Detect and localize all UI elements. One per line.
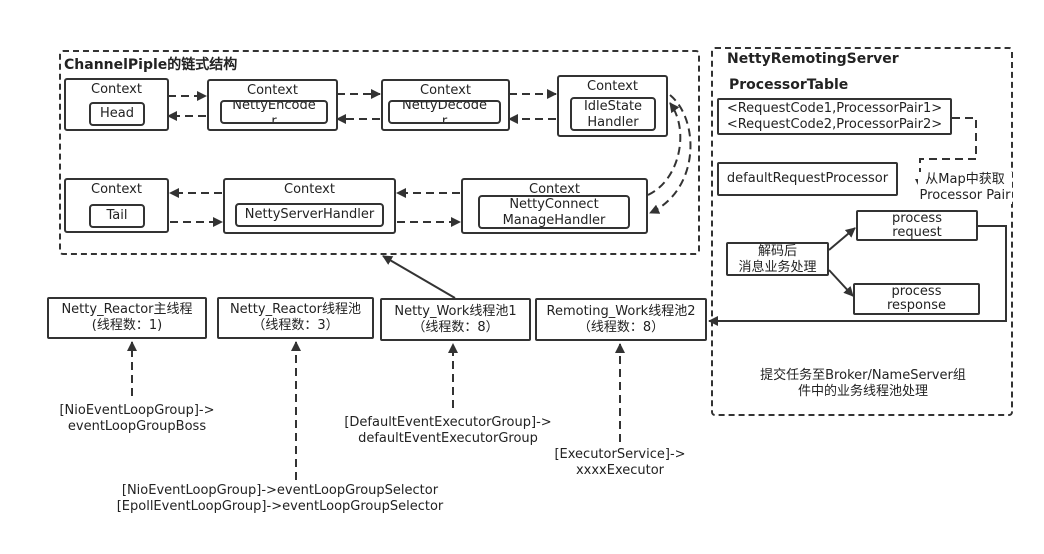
encoder-line1: NettyEncode — [232, 100, 316, 113]
executor-line2: xxxxExecutor — [575, 463, 665, 478]
context-decoder: Context NettyDecode r — [381, 79, 510, 131]
pipeline-title: ChannelPiple的链式结构 — [64, 57, 238, 73]
lookup-line1: 从Map中获取 — [925, 172, 1005, 187]
netty-server-handler: NettyServerHandler — [235, 203, 384, 227]
processor-pair-2: <RequestCode2,ProcessorPair2> — [726, 117, 943, 132]
work-pool-line1: Netty_Work线程池1 — [394, 304, 517, 319]
default-executor-group-label: [DefaultEventExecutorGroup]-> defaultEve… — [338, 415, 558, 447]
netty-remoting-server-frame — [711, 47, 1013, 416]
selector-line1: [NioEventLoopGroup]->eventLoopGroupSelec… — [121, 483, 439, 498]
context-label: Context — [529, 182, 580, 197]
process-response-line2: response — [886, 298, 947, 313]
context-label: Context — [587, 79, 638, 94]
connect-line2: ManageHandler — [502, 213, 606, 228]
arrow-idle-to-connect — [649, 94, 692, 214]
submit-task-note: 提交任务至Broker/NameServer组 件中的业务线程池处理 — [745, 368, 981, 400]
netty-reactor-main-thread: Netty_Reactor主线程 (线程数：1) — [47, 297, 207, 339]
idle-state-handler: IdleState Handler — [570, 97, 656, 131]
decoded-line2: 消息业务处理 — [738, 260, 817, 275]
executor-line1: [ExecutorService]-> — [554, 447, 686, 462]
context-label: Context — [91, 182, 142, 197]
arrow-decoded-to-response — [828, 269, 854, 297]
processor-table-title: ProcessorTable — [729, 77, 849, 93]
decoder-handler: NettyDecode r — [388, 100, 501, 124]
netty-reactor-thread-pool: Netty_Reactor线程池 （线程数：3） — [217, 297, 374, 339]
selector-line2: [EpollEventLoopGroup]->eventLoopGroupSel… — [116, 499, 444, 514]
reactor-main-line1: Netty_Reactor主线程 — [61, 302, 193, 317]
idle-line1: IdleState — [583, 99, 643, 114]
executor-service-label: [ExecutorService]-> xxxxExecutor — [545, 447, 695, 479]
process-response: process response — [853, 283, 980, 315]
default-exec-line2: defaultEventExecutorGroup — [358, 431, 538, 446]
head-handler: Head — [89, 102, 145, 126]
default-request-processor: defaultRequestProcessor — [717, 162, 898, 196]
arrow-request-to-remoting-pool — [708, 225, 1007, 326]
context-label: Context — [420, 83, 471, 98]
context-label: Context — [91, 82, 142, 97]
submit-line2: 件中的业务线程池处理 — [797, 384, 928, 399]
context-encoder: Context NettyEncode r — [207, 79, 338, 131]
context-label: Context — [284, 182, 335, 197]
encoder-line2: r — [271, 114, 277, 124]
idle-line2: Handler — [587, 115, 639, 130]
decoder-line2: r — [441, 114, 448, 124]
process-request: process request — [856, 210, 978, 241]
remoting-server-title: NettyRemotingServer — [727, 51, 899, 67]
reactor-pool-line2: （线程数：3） — [252, 318, 339, 333]
remoting-pool-line2: （线程数：8） — [577, 320, 665, 335]
process-request-line1: process — [892, 211, 942, 226]
boss-group-label: [NioEventLoopGroup]-> eventLoopGroupBoss — [47, 403, 227, 435]
default-exec-line1: [DefaultEventExecutorGroup]-> — [344, 415, 552, 430]
context-server-handler: Context NettyServerHandler — [223, 178, 396, 234]
arrow-table-to-lookup — [915, 117, 977, 189]
remoting-pool-line1: Remoting_Work线程池2 — [546, 304, 696, 319]
remoting-work-thread-pool: Remoting_Work线程池2 （线程数：8） — [535, 298, 707, 341]
processor-pair-1: <RequestCode1,ProcessorPair1> — [726, 101, 943, 116]
lookup-line2: Processor Pair — [919, 188, 1011, 203]
context-head: Context Head — [64, 78, 169, 131]
context-label: Context — [247, 83, 298, 98]
context-tail: Context Tail — [64, 178, 169, 233]
netty-work-thread-pool: Netty_Work线程池1 （线程数：8） — [380, 298, 531, 341]
selector-group-label: [NioEventLoopGroup]->eventLoopGroupSelec… — [110, 483, 450, 515]
processor-table: <RequestCode1,ProcessorPair1> <RequestCo… — [717, 98, 952, 135]
reactor-pool-line1: Netty_Reactor线程池 — [229, 302, 362, 317]
context-idle: Context IdleState Handler — [557, 75, 668, 137]
boss-line2: eventLoopGroupBoss — [67, 419, 207, 434]
decoder-line1: NettyDecode — [402, 100, 487, 113]
lookup-processor-pair-label: 从Map中获取 Processor Pair — [918, 172, 1012, 204]
process-request-line2: request — [892, 225, 942, 240]
decoded-line1: 解码后 — [757, 244, 797, 259]
work-pool-line2: （线程数：8） — [412, 320, 499, 335]
tail-handler: Tail — [89, 204, 145, 228]
arrow-work-pool-to-pipeline — [382, 255, 456, 299]
process-response-line1: process — [891, 284, 942, 299]
netty-connect-manage-handler: NettyConnect ManageHandler — [478, 195, 630, 229]
decoded-message-handling: 解码后 消息业务处理 — [726, 242, 829, 276]
context-connect-manage: Context NettyConnect ManageHandler — [461, 178, 648, 234]
encoder-handler: NettyEncode r — [220, 100, 328, 124]
connect-line1: NettyConnect — [509, 197, 599, 212]
boss-line1: [NioEventLoopGroup]-> — [59, 403, 215, 418]
arrow-decoded-to-request — [828, 227, 856, 251]
reactor-main-line2: (线程数：1) — [91, 318, 163, 333]
arrow-connect-to-idle — [647, 102, 682, 196]
submit-line1: 提交任务至Broker/NameServer组 — [760, 368, 966, 383]
channel-pipeline-frame — [59, 50, 700, 255]
